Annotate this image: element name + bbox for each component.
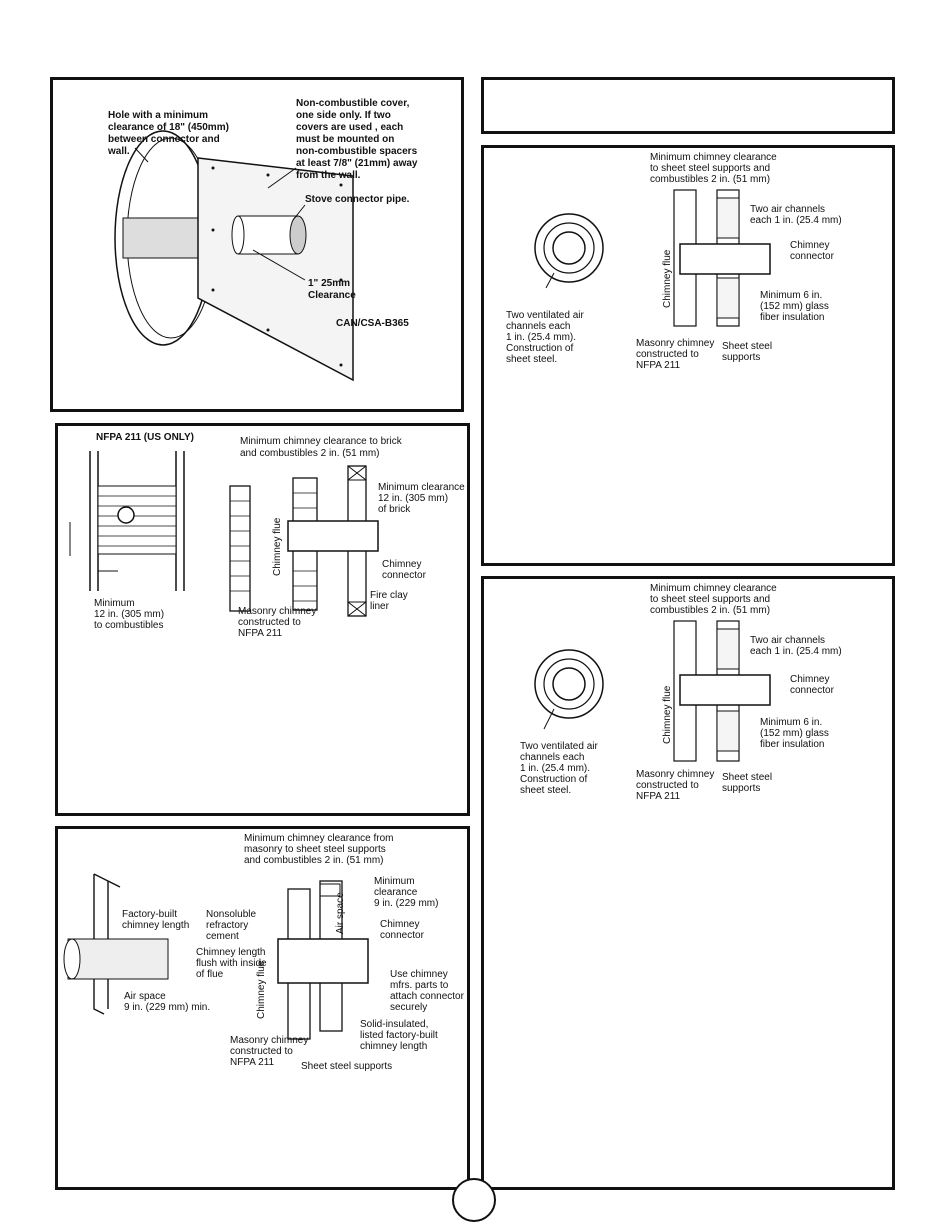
insulation-bottom [716,277,740,319]
cover-screws [211,166,343,367]
cover-label: Non-combustible cover, one side only. If… [296,98,420,181]
cross-box-top [319,883,341,897]
air-space-label: Air space 9 in. (229 mm) min. [124,991,210,1013]
panel-header-box [481,77,895,134]
min-clear-top-label: Minimum chimney clearance to sheet steel… [650,152,780,185]
masonry-label: Masonry chimney constructed to NFPA 211 [636,769,717,802]
pipe-segment-left [122,217,204,259]
chimney-length-label: Chimney length flush with inside of flue [196,947,269,980]
chimney-connector-label: Chimney connector [382,559,427,581]
chimney-connector-pipe [679,243,771,275]
hole-leader [134,147,149,163]
flue-hole [117,506,135,524]
clearance-label: 1" 25mm Clearance [308,278,356,301]
stove-pipe-label: Stove connector pipe. [305,194,410,205]
hole-label: Hole with a minimum clearance of 18" (45… [107,110,232,157]
sheet-steel-diagram-a: Minimum chimney clearance to sheet steel… [506,152,842,371]
sheet-supports-label: Sheet steel supports [301,1061,392,1072]
standard-label: CAN/CSA-B365 [336,318,409,329]
panel-sheet-steel-b: Minimum chimney clearance to sheet steel… [481,576,895,1190]
cross-boxes [347,465,367,617]
pipe-end [289,215,307,255]
cover-plate [197,157,354,382]
factory-pipe [67,938,169,980]
sheet-supports-label: Sheet steel supports [722,341,775,363]
panel-factory-built: Minimum chimney clearance from masonry t… [55,826,470,1190]
insulation-top [716,628,740,670]
fire-clay-label: Fire clay liner [370,590,411,612]
min-clear-top-label: Minimum chimney clearance to brick and c… [240,436,405,459]
masonry-label: Masonry chimney constructed to NFPA 211 [230,1035,311,1068]
pipe-collar [231,215,245,255]
pipe-leader [292,204,306,221]
chimney-flue-label: Chimney flue [662,249,673,308]
solid-insulated-label: Solid-insulated, listed factory-built ch… [360,1019,441,1052]
chimney-flue-label: Chimney flue [662,685,673,744]
min-glass-label: Minimum 6 in. (152 mm) glass fiber insul… [760,290,832,323]
min-clear-label: Minimum clearance 9 in. (229 mm) [374,876,438,909]
masonry-label: Masonry chimney constructed to NFPA 211 [636,338,717,371]
wall-cover-diagram: Hole with a minimum clearance of 18" (45… [107,98,420,382]
stove-connector-pipe [237,215,299,255]
nfpa-title: NFPA 211 (US ONLY) [96,432,194,443]
chimney-connector-pipe [287,520,379,552]
masonry-label: Masonry chimney constructed to NFPA 211 [238,606,319,639]
page-number-circle [452,1178,496,1222]
clearance-leader [252,249,306,281]
sheet-supports-label: Sheet steel supports [722,772,775,794]
brick-panel [97,485,177,555]
chimney-connector-label: Chimney connector [380,919,425,941]
chimney-connector-pipe [679,674,771,706]
masonry-courses [230,492,317,602]
min-clear-brick-label: Minimum clearance 12 in. (305 mm) of bri… [378,482,467,515]
chimney-flue-label: Chimney flue [272,517,283,576]
two-ventilated-label: Two ventilated air channels each 1 in. (… [506,310,587,365]
factory-pipe-end [63,938,81,980]
chimney-flue-label: Chimney flue [256,960,267,1019]
insulation-bottom [716,710,740,752]
insulation-top [716,197,740,239]
brick-courses [98,495,176,547]
panel-sheet-steel-a: Minimum chimney clearance to sheet steel… [481,145,895,566]
minimum-combustibles-label: Minimum 12 in. (305 mm) to combustibles [94,598,167,631]
factory-built-label: Factory-built chimney length [122,909,189,931]
round-section-inner [552,667,586,701]
two-ventilated-label: Two ventilated air channels each 1 in. (… [520,741,601,796]
chimney-connector-label: Chimney connector [790,674,835,696]
factory-built-diagram: Minimum chimney clearance from masonry t… [63,833,467,1072]
two-air-label: Two air channels each 1 in. (25.4 mm) [750,635,842,657]
cover-leader [267,167,297,189]
min-clear-top-label: Minimum chimney clearance to sheet steel… [650,583,780,616]
sheet-steel-diagram-b: Minimum chimney clearance to sheet steel… [520,583,842,802]
round-section-inner [552,231,586,265]
nfpa-brick-diagram: NFPA 211 (US ONLY) Minimum 12 in. (305 m… [69,432,467,639]
min-clear-top-label: Minimum chimney clearance from masonry t… [244,833,396,866]
use-parts-label: Use chimney mfrs. parts to attach connec… [390,969,467,1013]
air-space-vertical: Air space [335,892,346,934]
two-air-label: Two air channels each 1 in. (25.4 mm) [750,204,842,226]
chimney-connector-label: Chimney connector [790,240,835,262]
panel-wall-cover: Hole with a minimum clearance of 18" (45… [50,77,464,412]
nonsoluble-label: Nonsoluble refractory cement [206,909,259,942]
panel-nfpa-brick: NFPA 211 (US ONLY) Minimum 12 in. (305 m… [55,423,470,816]
chimney-connector-pipe [277,938,369,984]
min-glass-label: Minimum 6 in. (152 mm) glass fiber insul… [760,717,832,750]
round-leader [545,272,555,289]
round-leader [543,708,555,730]
